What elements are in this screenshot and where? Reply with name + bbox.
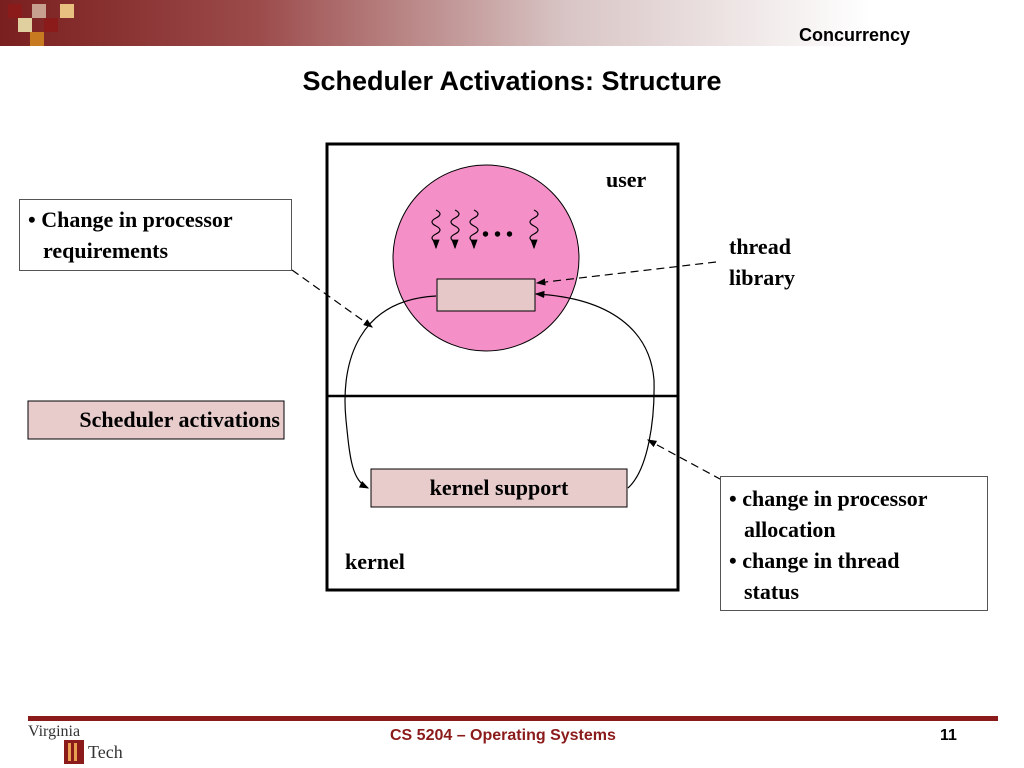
callout-line: requirements <box>43 238 169 263</box>
logo-square <box>32 4 46 18</box>
logo-square <box>60 4 74 18</box>
section-title: Concurrency <box>798 25 910 45</box>
thread-library-box <box>436 278 536 312</box>
virginia-tech-logo: Virginia Tech <box>28 723 123 764</box>
callout-line: status <box>744 579 800 604</box>
thread-icons <box>431 209 539 250</box>
logo-square <box>18 18 32 32</box>
header-bar <box>0 0 1024 46</box>
threads-ellipsis: • • • <box>482 224 514 246</box>
user-address-space-circle <box>392 164 580 352</box>
user-label: user <box>606 167 647 192</box>
footer-rule <box>28 716 998 721</box>
leader-thread-library <box>535 261 717 286</box>
callout-line: • change in processor <box>729 486 928 511</box>
scheduler-activations-label: Scheduler activations <box>79 407 280 432</box>
processor-allocation-callout: • change in processor allocation • chang… <box>720 476 988 611</box>
thread-library-label-line1: thread <box>729 234 791 259</box>
callout-line: • change in thread <box>729 548 900 573</box>
processor-requirements-callout: • Change in processor requirements <box>19 199 292 271</box>
upcall-arrow-right <box>534 290 655 489</box>
logo-square <box>30 32 44 46</box>
thread-library-label-line2: library <box>729 265 795 290</box>
callout-line: allocation <box>744 517 836 542</box>
system-frame <box>325 142 680 592</box>
callout-line: • Change in processor <box>28 207 233 232</box>
svg-text:Virginia: Virginia <box>28 723 80 740</box>
logo-square <box>44 18 58 32</box>
svg-text:Tech: Tech <box>88 742 123 762</box>
logo-square <box>8 4 22 18</box>
leader-left <box>291 269 373 328</box>
course-name: CS 5204 – Operating Systems <box>390 727 616 744</box>
scheduler-activations-box <box>27 400 285 440</box>
upcall-arrow-left <box>344 295 437 489</box>
kernel-support-label: kernel support <box>429 475 569 500</box>
kernel-label: kernel <box>345 549 405 574</box>
slide-title: Scheduler Activations: Structure <box>302 66 722 96</box>
kernel-support-box <box>370 468 628 508</box>
page-number: 11 <box>940 727 957 744</box>
